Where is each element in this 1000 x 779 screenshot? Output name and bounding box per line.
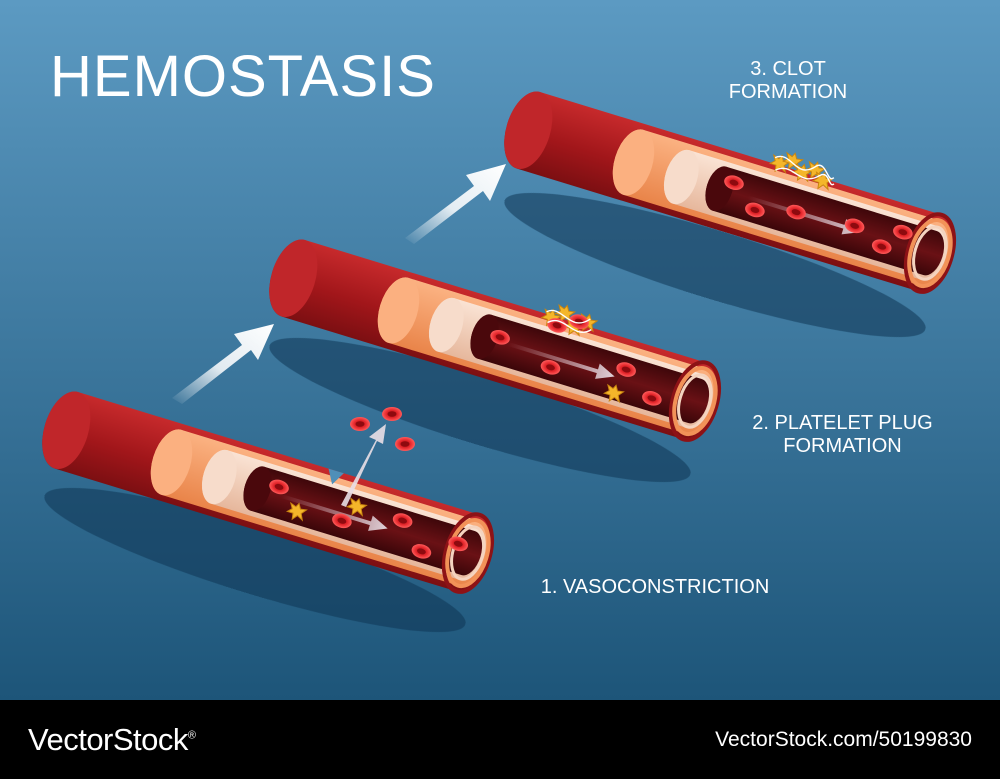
- step-2-label-line-2: FORMATION: [783, 435, 902, 457]
- progress-arrow-1: [172, 324, 274, 404]
- blood-flow-arrow: [280, 494, 388, 531]
- blood-flow-arrow: [507, 342, 615, 379]
- escaping-blood-cells: [341, 407, 415, 507]
- brand-logo: VectorStock®: [28, 722, 196, 758]
- progress-arrow-2: [405, 164, 506, 244]
- fibrin-clot: [767, 150, 835, 193]
- vessel-vasoconstriction: [31, 383, 503, 600]
- vessel-clot-formation: [493, 83, 965, 300]
- step-3-label-line-2: FORMATION: [728, 81, 848, 103]
- step-3-label: 3. CLOT FORMATION: [718, 58, 858, 104]
- hemostasis-artwork: [0, 0, 1000, 700]
- vessel-shadows: [44, 192, 926, 633]
- step-1-label: 1. VASOCONSTRICTION: [520, 576, 790, 599]
- footer-bar: VectorStock® VectorStock.com/50199830: [0, 700, 1000, 779]
- platelet-plug: [539, 302, 599, 339]
- page-title: HEMOSTASIS: [50, 44, 436, 109]
- image-credit: VectorStock.com/50199830: [715, 728, 972, 751]
- step-2-label-line-1: 2. PLATELET PLUG: [752, 412, 933, 434]
- step-2-label: 2. PLATELET PLUG FORMATION: [735, 412, 950, 458]
- registered-mark: ®: [187, 729, 196, 742]
- vessel-platelet-plug: [258, 231, 730, 448]
- brand-name: VectorStock: [28, 722, 188, 757]
- step-3-label-line-1: 3. CLOT: [750, 58, 826, 80]
- step-1-label-line-1: 1. VASOCONSTRICTION: [540, 576, 770, 598]
